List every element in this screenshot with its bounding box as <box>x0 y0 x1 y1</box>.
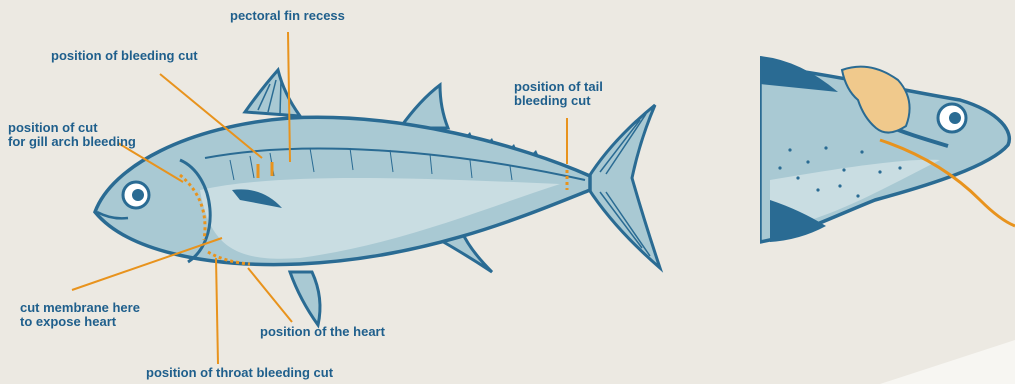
page-corner <box>880 340 1015 384</box>
throat-cut-pointer <box>216 258 218 364</box>
pectoral-fin-recess-label: pectoral fin recess <box>230 9 345 23</box>
tail-cut-label: position of tail bleeding cut <box>514 80 603 108</box>
fish-pupil <box>132 189 144 201</box>
bleeding-cut-label: position of bleeding cut <box>51 49 198 63</box>
cut-membrane-label: cut membrane here to expose heart <box>20 301 140 329</box>
throat-cut-label: position of throat bleeding cut <box>146 366 333 380</box>
heart-label: position of the heart <box>260 325 385 339</box>
headshot-inset <box>760 56 1015 242</box>
heart-pointer <box>248 268 292 322</box>
pelvic-fin <box>290 272 320 325</box>
gill-arch-cut-label: position of cut for gill arch bleeding <box>8 121 136 149</box>
inset-pupil <box>949 112 961 124</box>
tuna-illustration <box>95 70 660 325</box>
second-dorsal-fin <box>400 85 448 128</box>
tail-fin <box>588 105 660 268</box>
